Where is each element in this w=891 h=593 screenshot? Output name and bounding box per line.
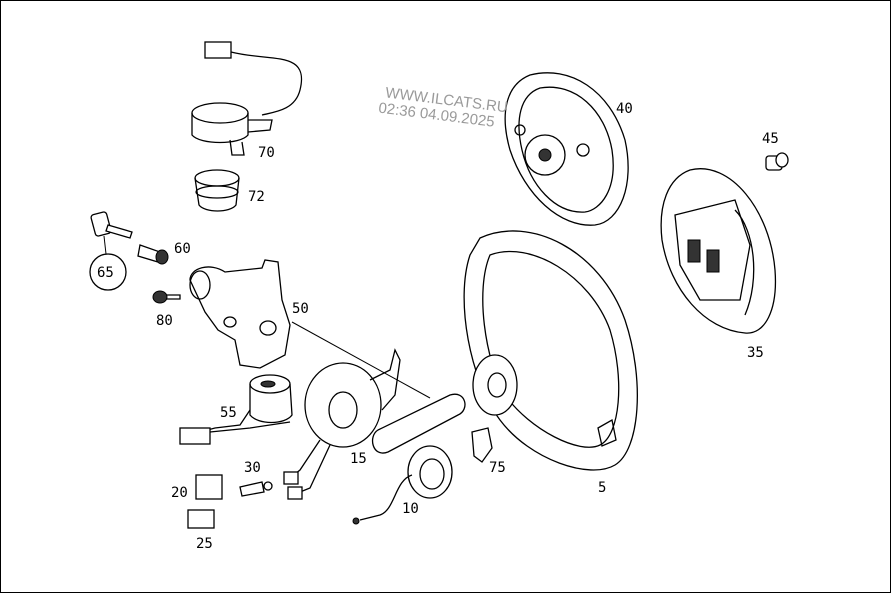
- callout-35[interactable]: 35: [747, 345, 764, 361]
- callout-72[interactable]: 72: [248, 189, 265, 205]
- callout-5[interactable]: 5: [598, 480, 606, 496]
- callout-40[interactable]: 40: [616, 101, 633, 117]
- part-65-key[interactable]: [89, 211, 133, 291]
- part-40-airbag-module[interactable]: [504, 72, 629, 226]
- callout-50[interactable]: 50: [292, 301, 309, 317]
- callout-20[interactable]: 20: [171, 485, 188, 501]
- part-50-steering-lock-housing[interactable]: [189, 259, 291, 369]
- part-10-contact-ring[interactable]: [352, 445, 453, 525]
- callout-25[interactable]: 25: [196, 536, 213, 552]
- part-75-bracket[interactable]: [471, 427, 493, 463]
- callout-80[interactable]: 80: [156, 313, 173, 329]
- part-25-connector[interactable]: [187, 509, 215, 529]
- callout-55[interactable]: 55: [220, 405, 237, 421]
- callout-45[interactable]: 45: [762, 131, 779, 147]
- part-70-switch-with-cable[interactable]: [191, 41, 303, 156]
- part-45-plug[interactable]: [765, 152, 789, 171]
- part-72-bushing[interactable]: [194, 169, 240, 212]
- part-55-ignition-switch[interactable]: [179, 374, 293, 445]
- callout-10[interactable]: 10: [402, 501, 419, 517]
- part-5-steering-wheel[interactable]: [463, 230, 638, 471]
- part-35-airbag-cover[interactable]: [660, 168, 777, 334]
- part-sleeve[interactable]: [371, 393, 466, 454]
- part-60-lock-cylinder[interactable]: [137, 244, 169, 265]
- watermark: WWW.ILCATS.RU 02:36 04.09.2025: [378, 84, 509, 130]
- part-80-screw[interactable]: [152, 290, 181, 304]
- part-15-clock-spring[interactable]: [283, 348, 401, 500]
- callout-70[interactable]: 70: [258, 145, 275, 161]
- part-30-bulb[interactable]: [239, 481, 273, 497]
- part-20-connector[interactable]: [195, 474, 223, 500]
- leader-line: [291, 321, 431, 399]
- callout-30[interactable]: 30: [244, 460, 261, 476]
- callout-15[interactable]: 15: [350, 451, 367, 467]
- callout-60[interactable]: 60: [174, 241, 191, 257]
- callout-75[interactable]: 75: [489, 460, 506, 476]
- callout-65[interactable]: 65: [97, 265, 114, 281]
